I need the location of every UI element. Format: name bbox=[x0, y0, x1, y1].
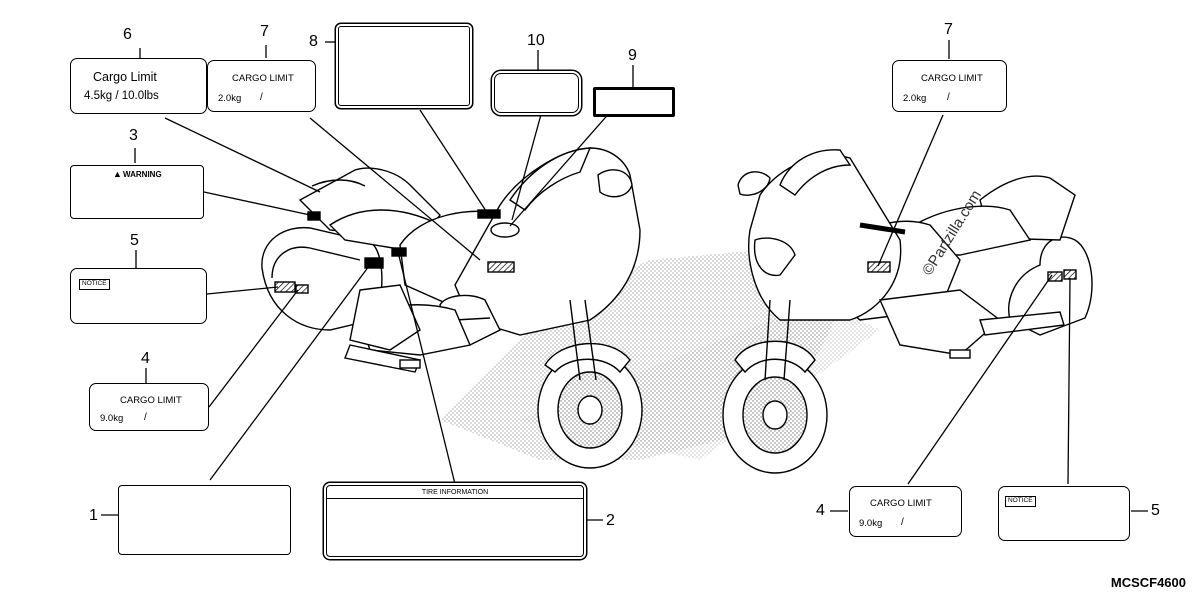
callout-4-right: 4 bbox=[816, 502, 825, 519]
callout-2: 2 bbox=[606, 512, 615, 529]
cargo-limit-title: CARGO LIMIT bbox=[870, 498, 932, 509]
callout-4-left: 4 bbox=[141, 350, 150, 367]
callout-7-left: 7 bbox=[260, 23, 269, 40]
cargo-limit-label-7-left: CARGO LIMIT 2.0kg / bbox=[207, 60, 316, 112]
tire-info-title: TIRE INFORMATION bbox=[421, 489, 489, 496]
callout-5-right: 5 bbox=[1151, 502, 1160, 519]
callout-3: 3 bbox=[129, 127, 138, 144]
left-motorcycle bbox=[261, 147, 643, 469]
cargo-limit-value: 2.0kg bbox=[903, 93, 927, 104]
callout-6: 6 bbox=[123, 26, 132, 43]
cargo-limit-label-4-right: CARGO LIMIT 9.0kg / bbox=[849, 486, 962, 537]
cargo-limit-value: 4.5kg / 10.0lbs bbox=[84, 90, 159, 102]
callout-7-right: 7 bbox=[944, 21, 953, 38]
cargo-limit-title: Cargo Limit bbox=[93, 70, 157, 84]
slash: / bbox=[947, 92, 950, 103]
warning-triangle-icon: ▲ bbox=[113, 169, 122, 179]
notice-label-5-right: NOTICE bbox=[998, 486, 1130, 541]
warning-title: WARNING bbox=[123, 170, 162, 179]
cargo-limit-label-4-left: CARGO LIMIT 9.0kg / bbox=[89, 383, 209, 431]
callout-9: 9 bbox=[628, 47, 637, 64]
cargo-limit-value: 2.0kg bbox=[218, 93, 242, 104]
callout-10: 10 bbox=[527, 32, 545, 49]
cargo-limit-value: 9.0kg bbox=[859, 518, 883, 529]
diagram-code: MCSCF4600 bbox=[1110, 575, 1186, 590]
label-9 bbox=[593, 87, 675, 117]
callout-8: 8 bbox=[309, 33, 318, 50]
label-10 bbox=[494, 73, 579, 113]
leader-lines bbox=[101, 40, 1148, 521]
cargo-limit-title: CARGO LIMIT bbox=[120, 395, 182, 406]
tire-info-header-rule bbox=[327, 498, 583, 500]
slash: / bbox=[144, 412, 147, 423]
right-motorcycle bbox=[722, 149, 1093, 474]
callout-1: 1 bbox=[89, 507, 98, 524]
cargo-limit-label-7-right: CARGO LIMIT 2.0kg / bbox=[892, 60, 1007, 112]
tire-information-label-2: TIRE INFORMATION bbox=[326, 485, 584, 557]
slash: / bbox=[901, 517, 904, 528]
notice-title: NOTICE bbox=[79, 279, 110, 290]
cargo-limit-value: 9.0kg bbox=[100, 413, 124, 424]
cargo-limit-title: CARGO LIMIT bbox=[921, 73, 983, 84]
cargo-limit-title: CARGO LIMIT bbox=[232, 73, 294, 84]
notice-title: NOTICE bbox=[1005, 496, 1036, 507]
label-1 bbox=[118, 485, 291, 555]
cargo-limit-label-6: Cargo Limit 4.5kg / 10.0lbs bbox=[70, 58, 207, 114]
info-label-8 bbox=[338, 26, 470, 106]
notice-label-5-left: NOTICE bbox=[70, 268, 207, 324]
slash: / bbox=[260, 92, 263, 103]
warning-label-3: ▲ WARNING bbox=[70, 165, 204, 219]
callout-5-left: 5 bbox=[130, 232, 139, 249]
